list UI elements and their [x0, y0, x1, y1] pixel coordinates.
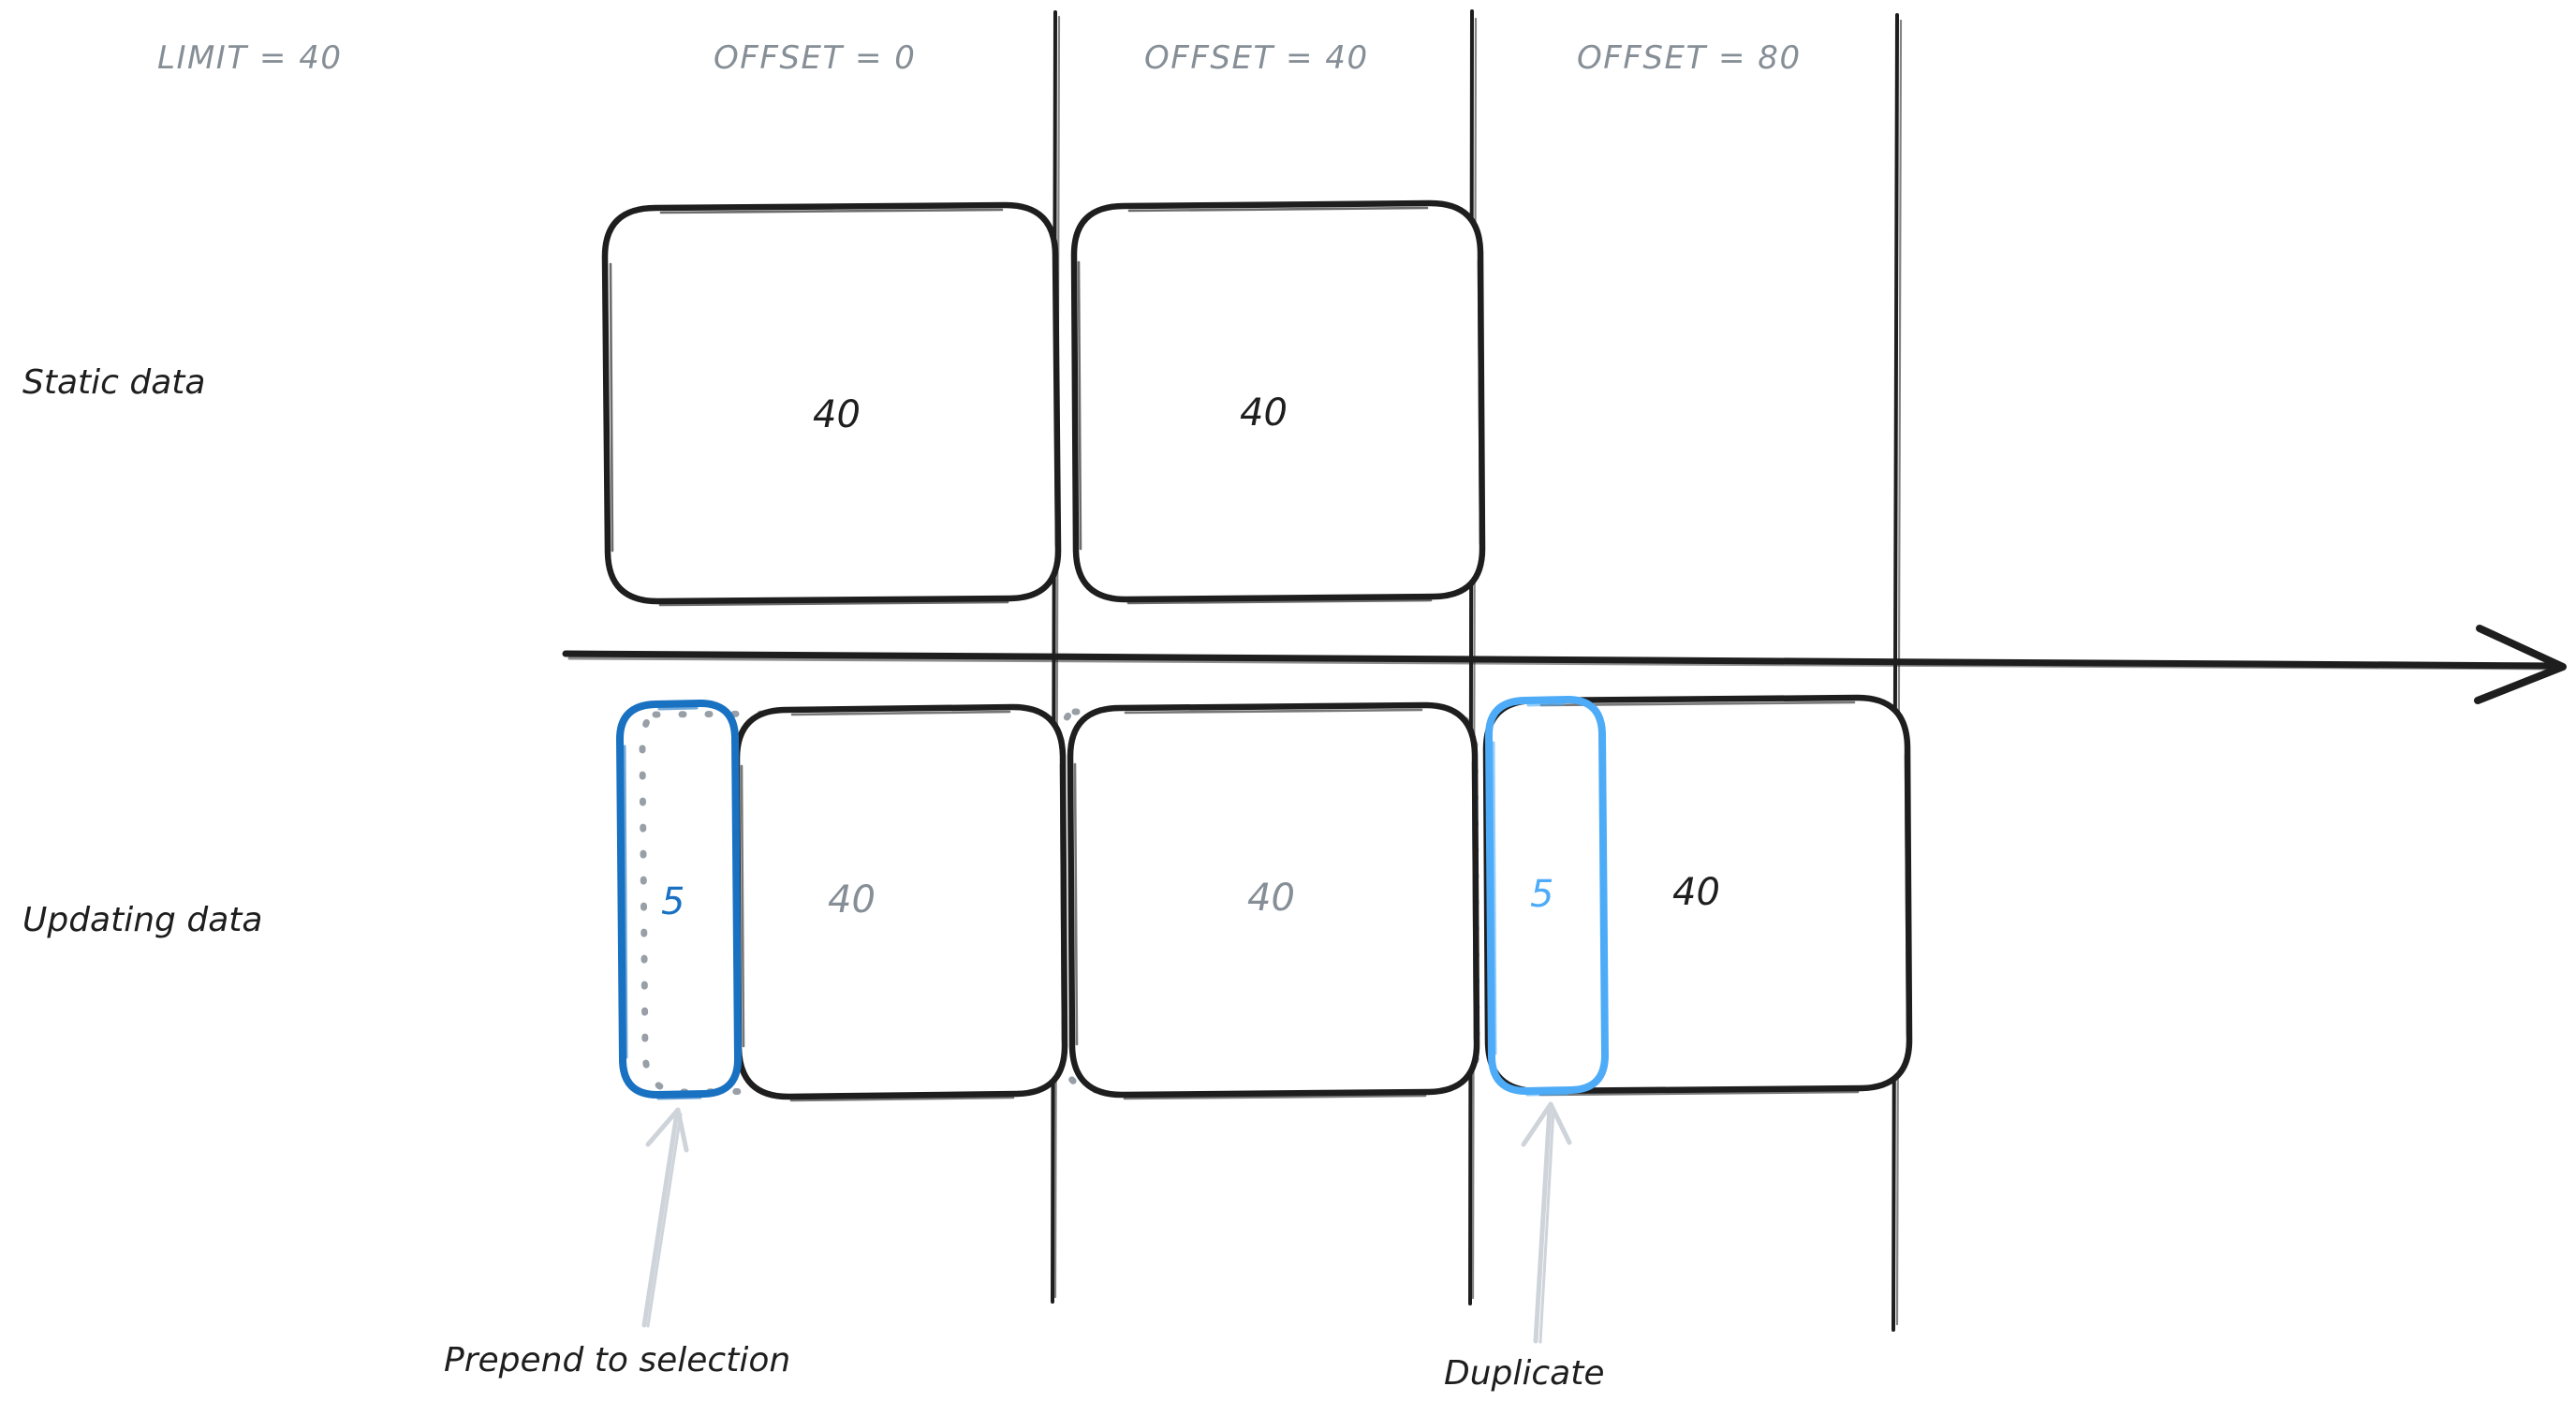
prepend-annotation-arrow — [641, 1110, 680, 1328]
static-page-box-0-sketch — [609, 208, 1058, 607]
updating-page-value-3: 40 — [1672, 871, 1720, 914]
offset-40-label: OFFSET = 40 — [1144, 39, 1369, 77]
duplicate-annotation-arrow — [1533, 1104, 1553, 1344]
time-axis-arrowhead — [2474, 625, 2567, 704]
updating-page-box-shifted-2[interactable] — [1067, 701, 1480, 1099]
duplicate-highlight-box-sketch — [1492, 702, 1605, 1097]
duplicate-annotation-arrowhead — [1521, 1101, 1572, 1147]
static-page-box-0[interactable] — [601, 201, 1062, 605]
updating-data-row-label: Updating data — [22, 901, 263, 939]
offset-divider-80 — [1892, 13, 1899, 1332]
updating-page-value-shifted-1: 40 — [828, 878, 876, 922]
prepend-highlight-box-sketch — [623, 706, 738, 1100]
offset-0-label: OFFSET = 0 — [714, 39, 917, 77]
prepend-highlight-box[interactable] — [616, 700, 742, 1099]
static-page-value-0: 40 — [813, 393, 861, 436]
prepend-annotation-arrowhead — [645, 1107, 689, 1153]
prepend-annotation-label: Prepend to selection — [444, 1341, 791, 1379]
static-data-row-label: Static data — [22, 363, 206, 402]
offset-divider-80b — [1895, 19, 1903, 1326]
time-axis-line-shadow — [567, 656, 2558, 671]
offset-80-label: OFFSET = 80 — [1577, 39, 1802, 77]
static-page-value-1: 40 — [1240, 391, 1288, 435]
updating-page-box-shifted-1[interactable] — [733, 703, 1068, 1100]
duplicate-highlight-box[interactable] — [1485, 696, 1609, 1095]
updating-page-value-prepend: 5 — [661, 880, 685, 923]
static-page-box-1[interactable] — [1070, 199, 1486, 603]
updating-page-box-shifted-2-sketch — [1073, 708, 1477, 1100]
updating-page-box-shifted-1-sketch — [740, 710, 1065, 1102]
static-page-box-1-sketch — [1077, 206, 1482, 605]
updating-page-value-shifted-2: 40 — [1247, 877, 1295, 920]
updating-page-box-3-sketch — [1489, 701, 1909, 1097]
duplicate-annotation-arrow-b — [1538, 1107, 1555, 1344]
time-axis-line — [562, 650, 2565, 670]
prepend-annotation-arrow-b — [646, 1113, 683, 1328]
updating-page-value-duplicate: 5 — [1530, 873, 1554, 916]
limit-label: LIMIT = 40 — [157, 39, 343, 77]
duplicate-annotation-label: Duplicate — [1444, 1354, 1605, 1393]
